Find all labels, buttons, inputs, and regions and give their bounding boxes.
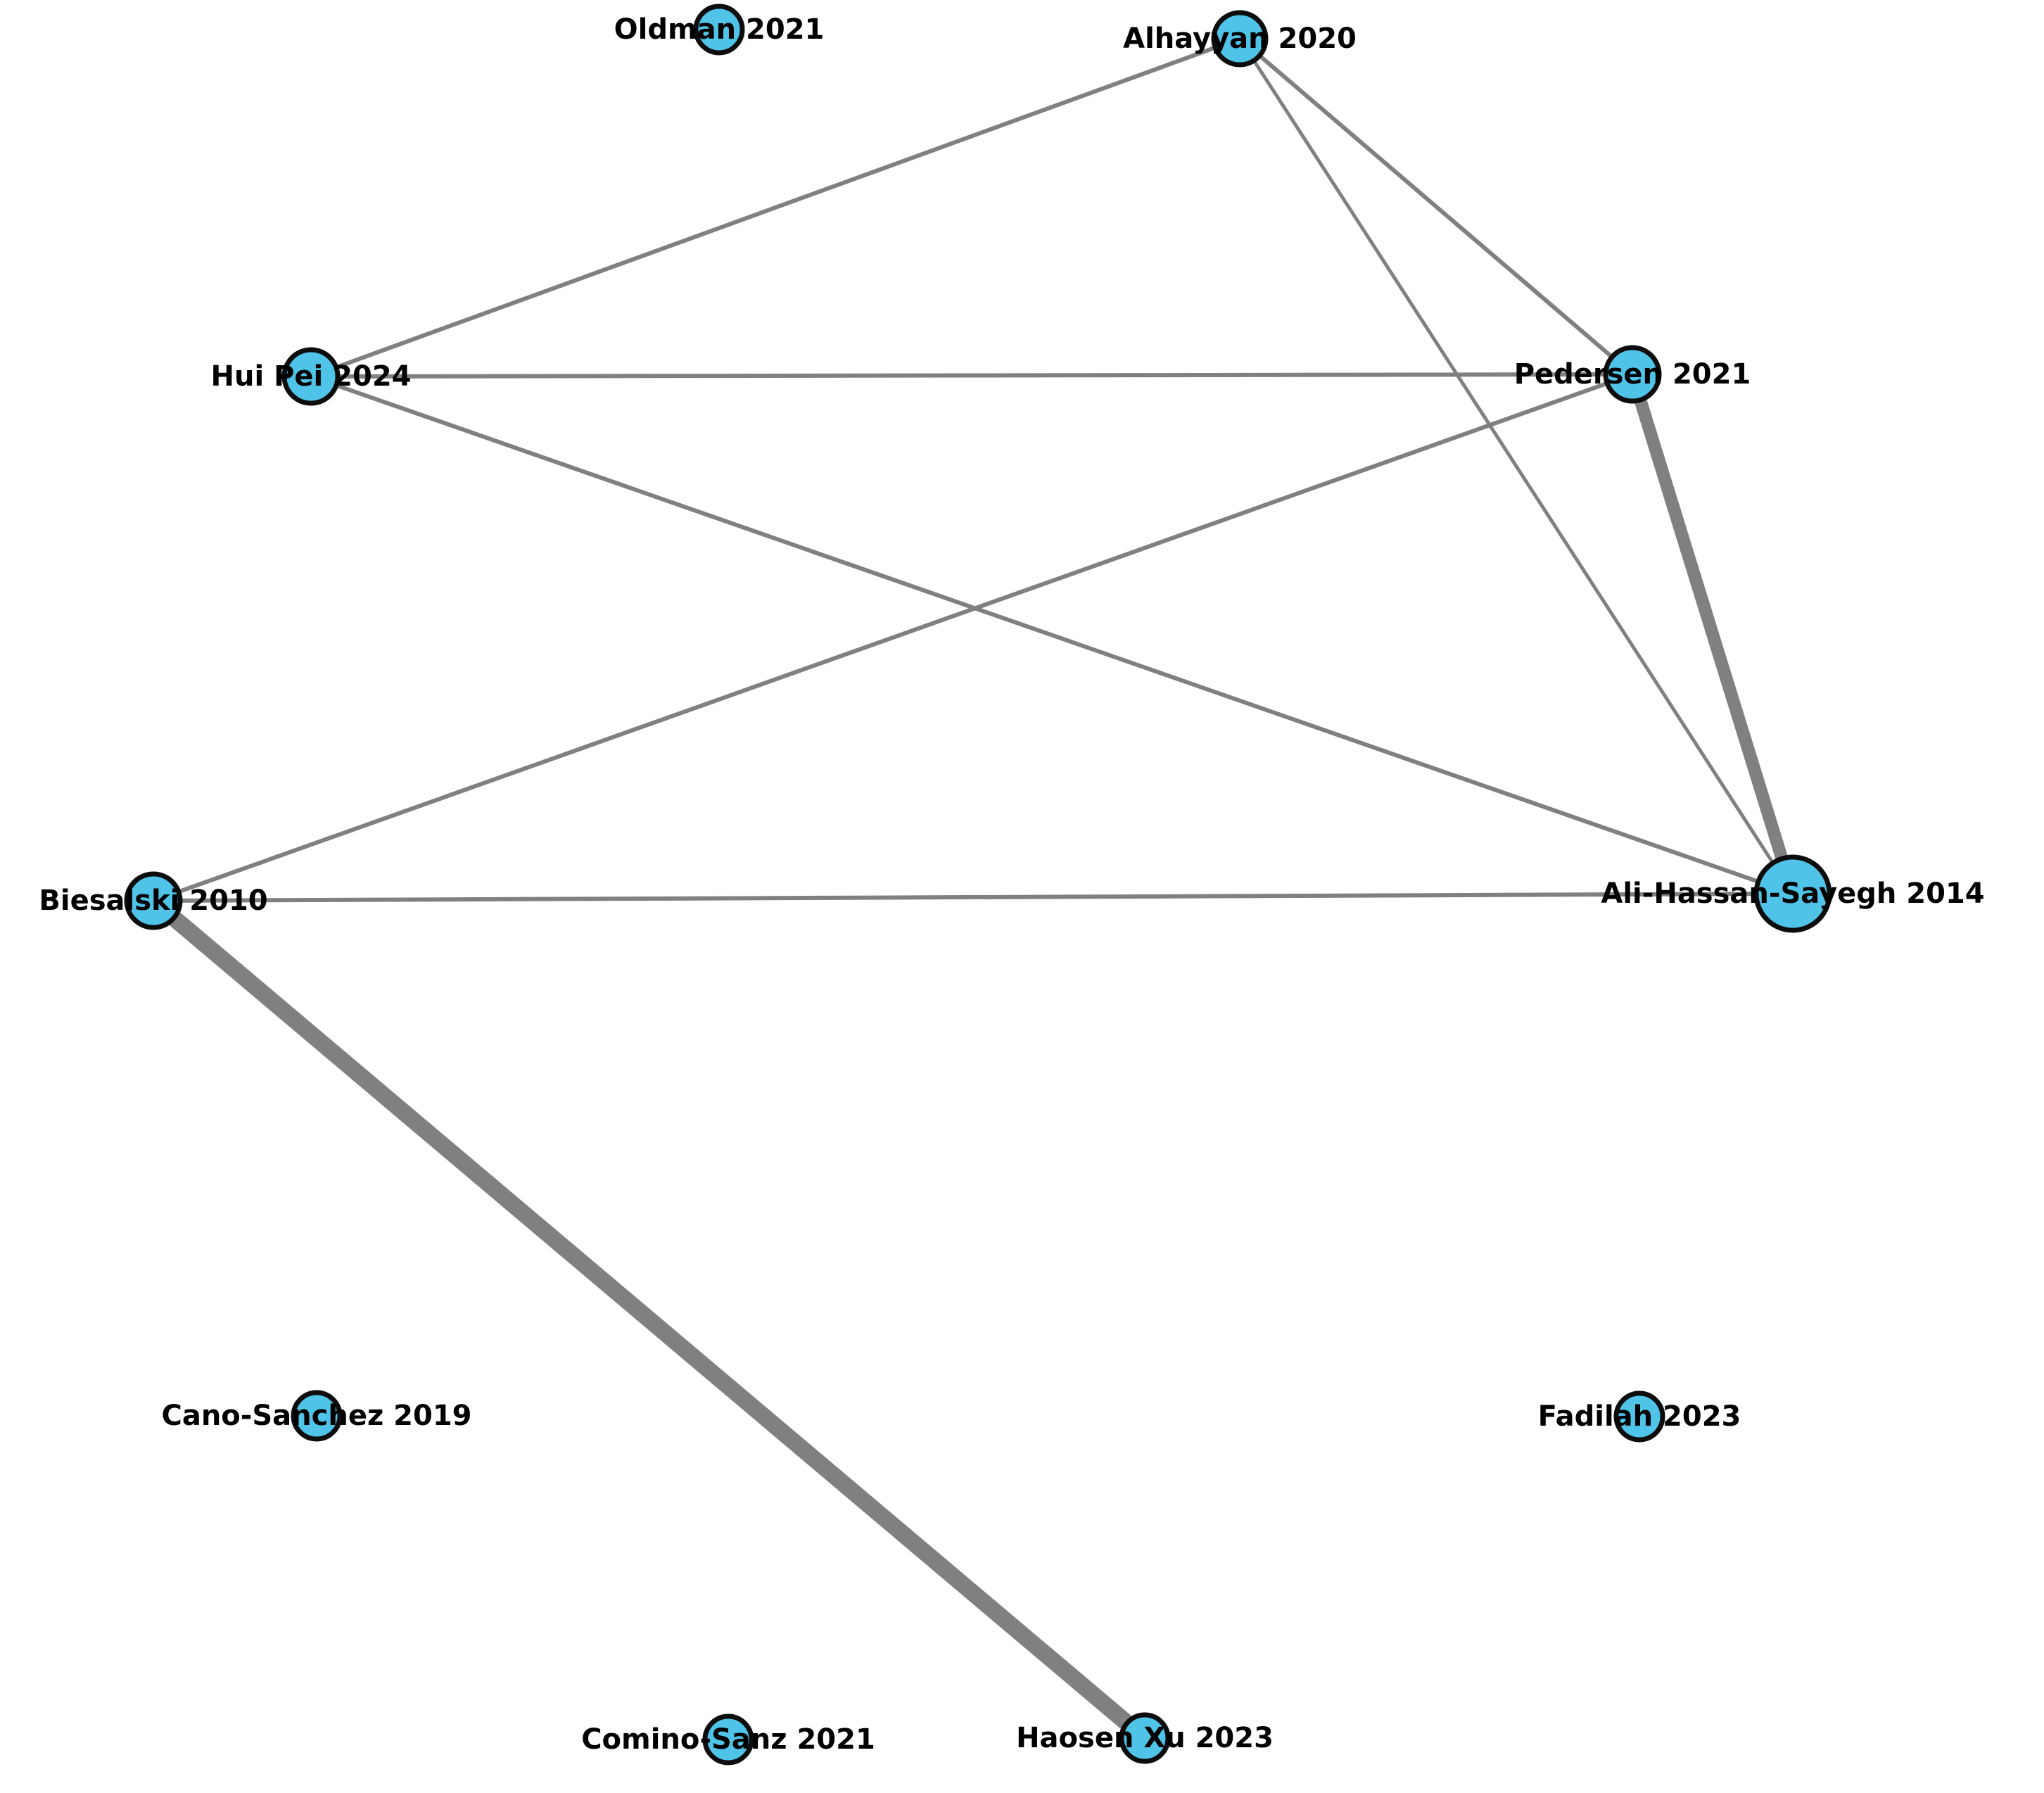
graph-edge [1238, 37, 1634, 376]
graph-node[interactable] [1119, 1712, 1171, 1764]
graph-node-label: Cano-Sanchez 2019 [161, 1400, 471, 1432]
graph-node[interactable] [291, 1390, 343, 1442]
graph-edge [153, 892, 1794, 903]
graph-node-label: Haosen Xu 2023 [1016, 1722, 1274, 1754]
graph-node-label: Alhayyan 2020 [1123, 23, 1357, 55]
graph-node[interactable] [1753, 854, 1832, 933]
graph-node[interactable] [1211, 10, 1269, 68]
graph-node[interactable] [124, 871, 183, 930]
graph-node-label: Fadilah 2023 [1538, 1400, 1741, 1433]
graph-edge [152, 372, 1634, 903]
graph-node-label: Hui Pei 2024 [211, 360, 412, 393]
graph-edge [310, 372, 1633, 379]
graph-node[interactable] [281, 347, 341, 406]
graph-edge [310, 37, 1241, 379]
nodes-layer [124, 4, 1832, 1766]
graph-node[interactable] [693, 4, 745, 56]
graph-node[interactable] [702, 1713, 754, 1766]
graph-node-label: Comino-Sanz 2021 [581, 1723, 875, 1756]
graph-node[interactable] [1613, 1390, 1665, 1443]
graph-edge [1238, 37, 1795, 895]
graph-edge [148, 894, 1150, 1745]
graph-node-label: Pedersen 2021 [1514, 358, 1751, 391]
graph-node-label: Biesalski 2010 [39, 885, 267, 917]
graph-edge [310, 374, 1794, 896]
graph-node-label: Oldman 2021 [614, 13, 825, 46]
graph-node-label: Ali-Hassan-Sayegh 2014 [1601, 878, 1984, 910]
graph-edge [1626, 372, 1799, 896]
edges-layer [148, 37, 1799, 1745]
graph-node[interactable] [1603, 345, 1662, 404]
